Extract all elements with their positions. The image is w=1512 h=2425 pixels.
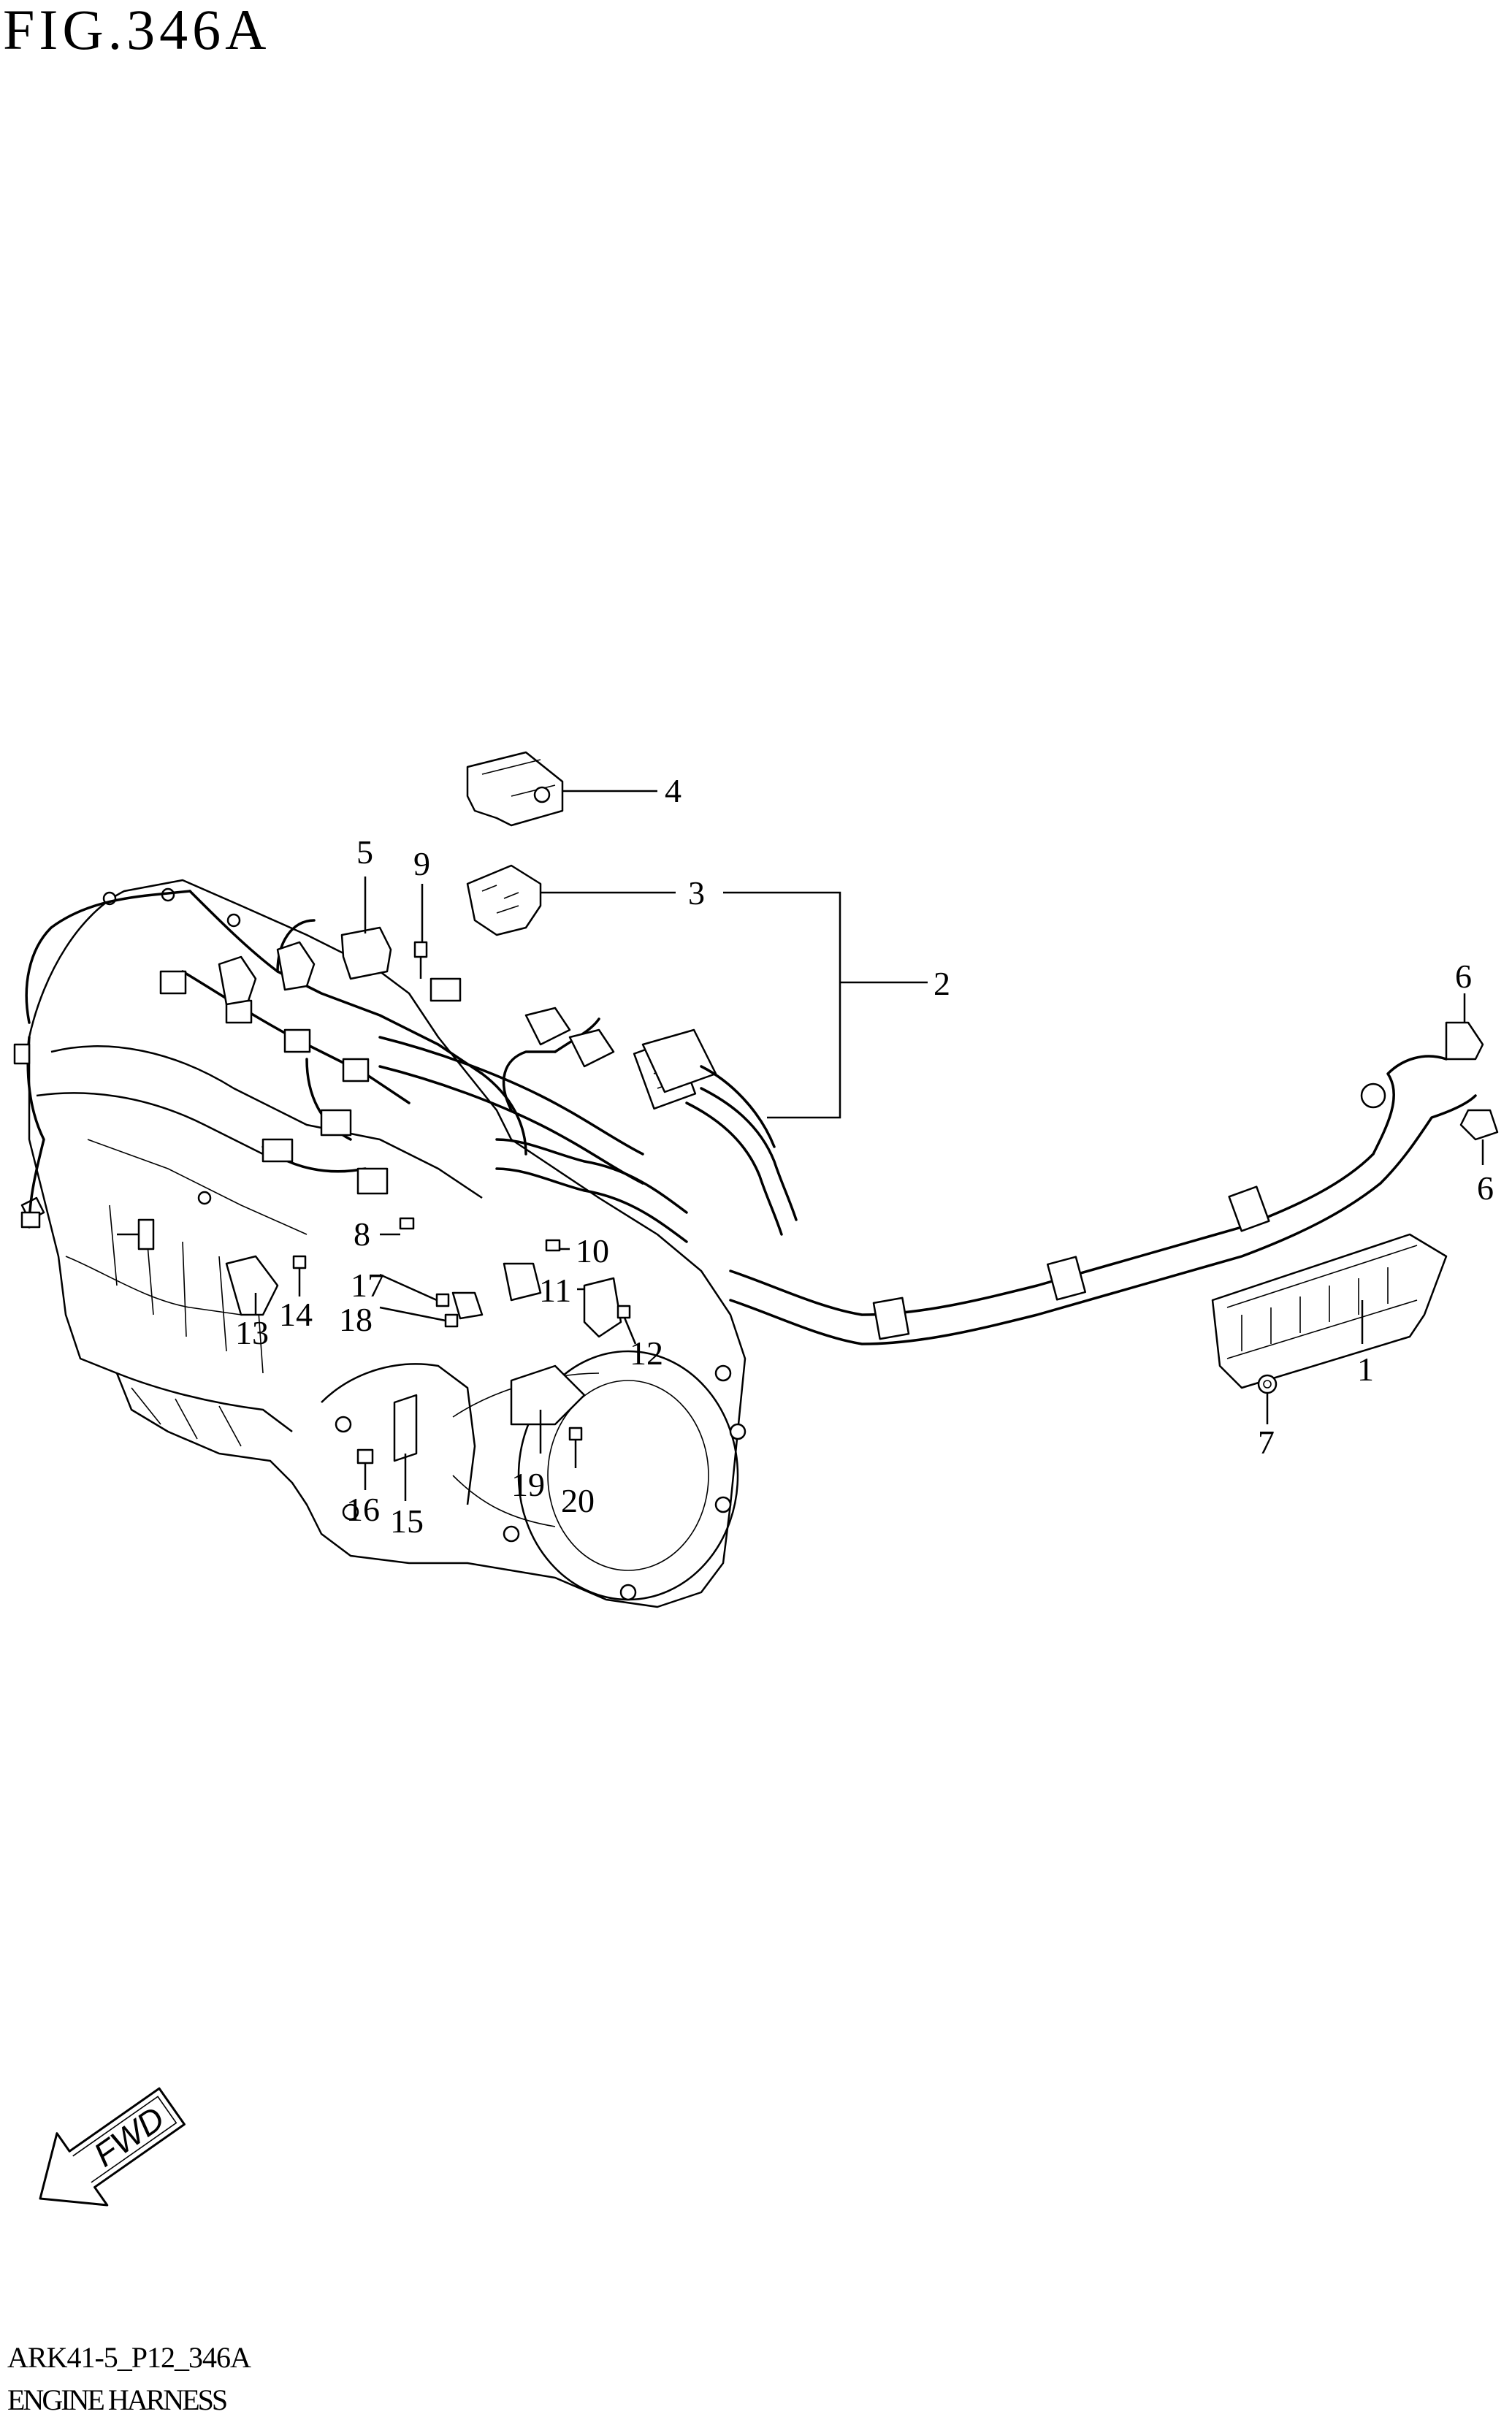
drawing-code: ARK41-5_P12_346A [7, 2341, 251, 2374]
part-5-clip [340, 926, 392, 980]
callout-15: 15 [390, 1502, 424, 1540]
callout-20: 20 [561, 1482, 595, 1519]
part-3-bracket [466, 864, 542, 936]
callout-8: 8 [354, 1215, 370, 1253]
callout-2: 2 [933, 965, 950, 1002]
part-9-bolt [413, 941, 428, 979]
callout-labels: 1 2 3 4 5 6 6 7 8 9 10 11 12 13 14 15 16… [235, 772, 1494, 1540]
part-4-cover [466, 751, 564, 827]
callout-3: 3 [688, 874, 705, 912]
callout-6-lower: 6 [1477, 1169, 1494, 1207]
callout-7: 7 [1258, 1424, 1275, 1461]
small-hardware [225, 1217, 631, 1464]
callout-4: 4 [665, 772, 681, 809]
callout-12: 12 [630, 1334, 663, 1372]
callout-13: 13 [235, 1314, 269, 1351]
leader-lines [254, 790, 1484, 1501]
callout-19: 19 [511, 1466, 545, 1503]
callout-18: 18 [339, 1301, 373, 1338]
callout-14: 14 [279, 1296, 313, 1333]
fwd-arrow: FWD [39, 2087, 186, 2207]
callout-11: 11 [539, 1272, 571, 1309]
callout-6-upper: 6 [1455, 958, 1472, 995]
callout-16: 16 [346, 1491, 380, 1528]
callout-9: 9 [413, 845, 430, 882]
part-1-harness-case [1211, 1233, 1448, 1389]
callout-5: 5 [356, 833, 373, 871]
drawing-name: ENGINE HARNESS [7, 2383, 228, 2416]
engine-assembly-drawing [20, 879, 747, 1608]
harness-left-branch [13, 890, 484, 1229]
figure-title: FIG.346A [3, 0, 271, 61]
clip-6-upper [1445, 1021, 1484, 1061]
harness-right-run [641, 1021, 1499, 1345]
clip-6-lower [1459, 1109, 1499, 1141]
callout-17: 17 [351, 1267, 384, 1304]
callout-10: 10 [576, 1232, 609, 1269]
part-7-nut [1257, 1374, 1278, 1394]
callout-1: 1 [1357, 1351, 1374, 1388]
